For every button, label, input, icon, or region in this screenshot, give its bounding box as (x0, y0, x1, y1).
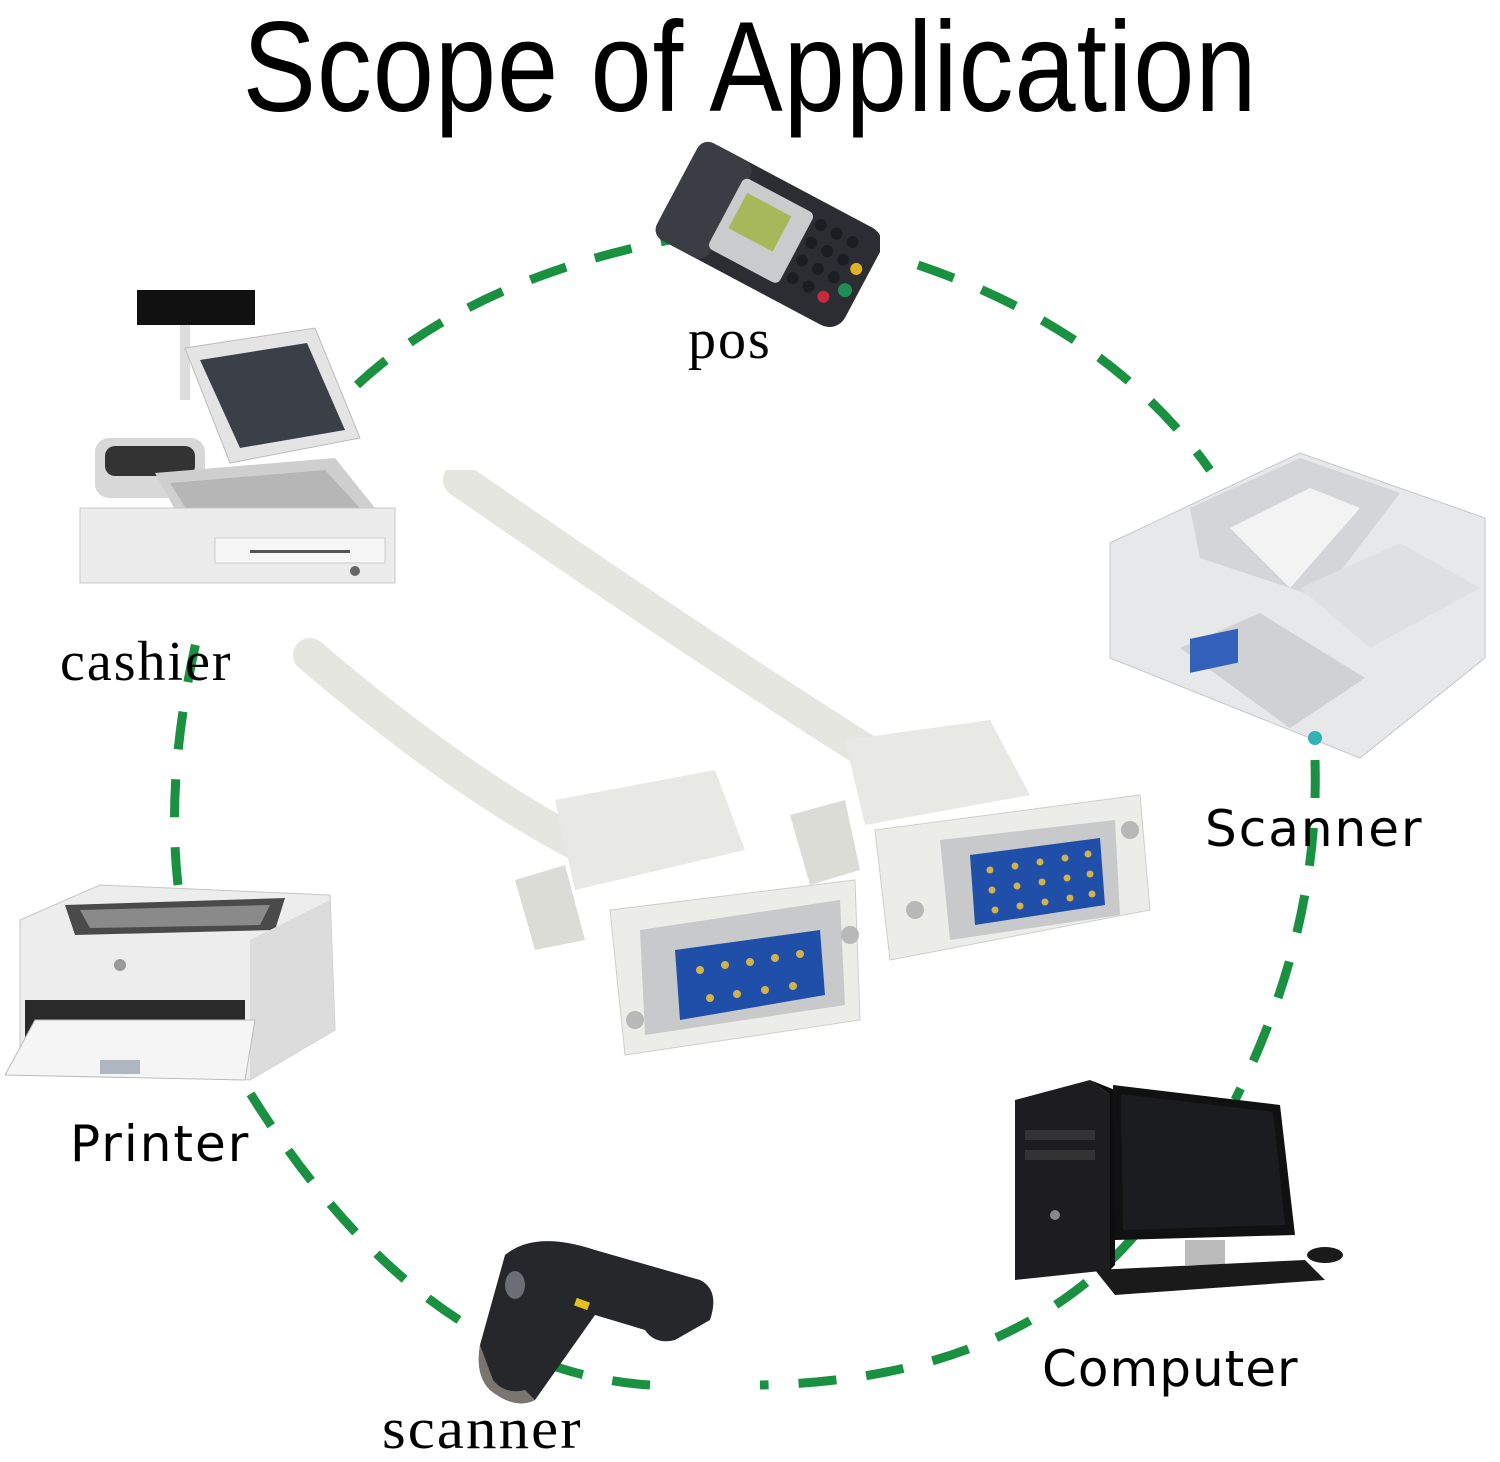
barcode-scanner-device (475, 1225, 720, 1405)
barcode-scanner-label: scanner (382, 1396, 583, 1461)
cashier-label: cashier (60, 631, 233, 693)
hd15-connector (790, 720, 1151, 961)
page-title: Scope of Application (242, 0, 1258, 139)
pos-device (648, 138, 880, 338)
document-scanner-device (1100, 448, 1490, 760)
laser-printer-icon (5, 884, 336, 1081)
pos-terminal-icon (655, 141, 880, 327)
computer-device (995, 1080, 1350, 1305)
cash-register-icon (79, 290, 396, 584)
document-scanner-icon (1109, 452, 1486, 759)
computer-label: Computer (1042, 1340, 1299, 1398)
printer-device (5, 880, 340, 1090)
printer-label: Printer (70, 1115, 251, 1173)
db9-connector (515, 770, 861, 1056)
document-scanner-label: Scanner (1205, 800, 1424, 858)
pos-label: pos (688, 309, 772, 371)
serial-cable (290, 470, 1160, 1080)
cashier-device (75, 288, 400, 608)
barcode-scanner-icon (478, 1241, 714, 1404)
desktop-computer-icon (1015, 1080, 1343, 1295)
